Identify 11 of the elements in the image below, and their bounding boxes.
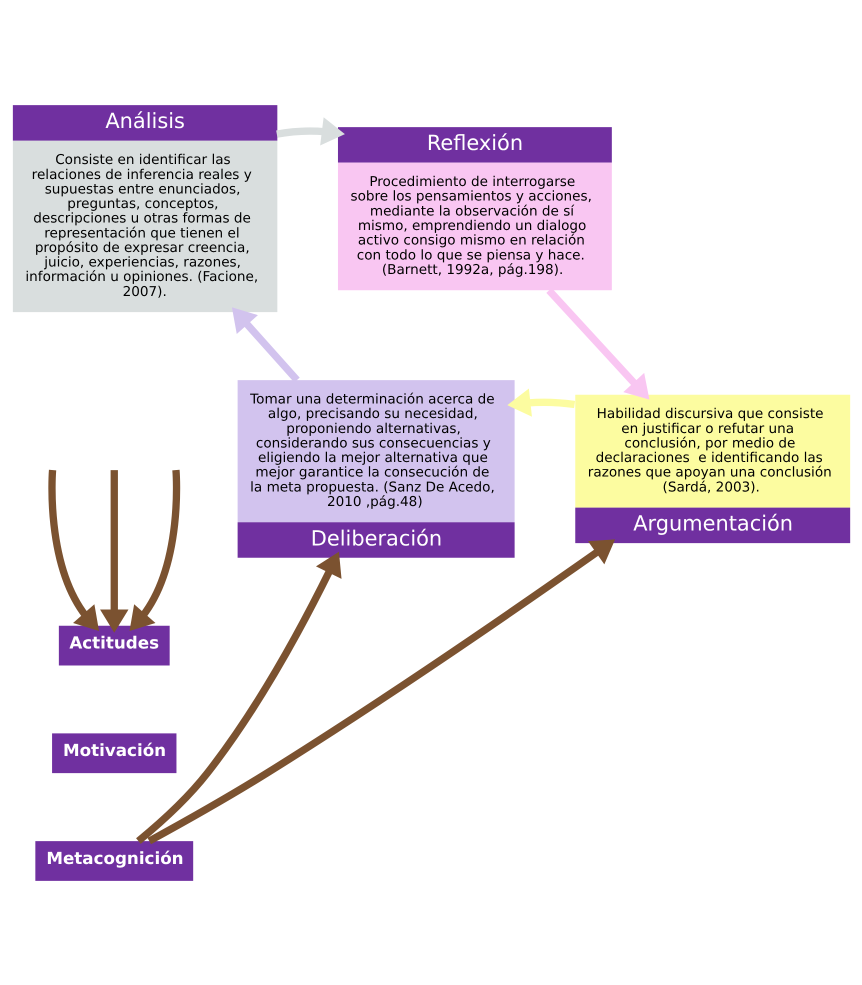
node-box: Actitudes (58, 625, 170, 665)
arrow (48, 469, 100, 631)
arrow (148, 538, 616, 844)
arrow (546, 287, 650, 400)
arrow (136, 551, 342, 844)
arrow (507, 388, 576, 416)
arrow (130, 469, 180, 631)
arrow (100, 470, 128, 632)
arrow (232, 306, 300, 382)
node-box: Motivación (52, 732, 176, 773)
node-box: Metacognición (35, 840, 194, 880)
